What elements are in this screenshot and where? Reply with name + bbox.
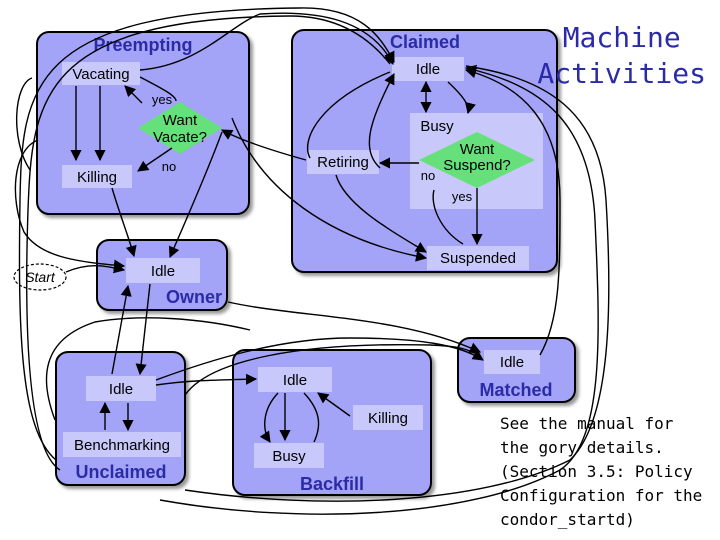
matched-idle-activity: Idle (484, 350, 540, 374)
backfill-busy-activity: Busy (254, 443, 324, 468)
suspend-no-label: no (421, 168, 435, 183)
svg-text:Idle: Idle (416, 61, 440, 78)
vacate-no-label: no (162, 159, 176, 174)
claimed-suspended-activity: Suspended (427, 246, 529, 270)
svg-text:Suspended: Suspended (440, 250, 516, 267)
want-vacate-decision: Want Vacate? (138, 102, 222, 154)
svg-text:Retiring: Retiring (317, 154, 369, 171)
unclaimed-benchmarking-activity: Benchmarking (63, 432, 181, 457)
note-line-1: See the manual for (500, 414, 674, 433)
owner-idle-activity: Idle (126, 258, 200, 283)
svg-text:Want: Want (163, 112, 198, 129)
svg-text:Suspend?: Suspend? (443, 157, 511, 174)
note-line-4: Configuration for the (500, 486, 703, 505)
svg-text:Killing: Killing (368, 410, 408, 427)
start-node: Start (13, 263, 67, 291)
svg-text:Vacate?: Vacate? (153, 129, 207, 146)
backfill-title: Backfill (300, 474, 364, 494)
preempting-killing-activity: Killing (62, 165, 132, 188)
matched-title: Matched (479, 380, 552, 400)
svg-text:Killing: Killing (77, 169, 117, 186)
unclaimed-title: Unclaimed (75, 462, 166, 482)
note-line-5: condor_startd) (500, 510, 635, 529)
svg-text:Idle: Idle (283, 372, 307, 389)
backfill-killing-activity: Killing (353, 405, 423, 430)
transition-arrows (65, 67, 561, 443)
svg-text:Want: Want (460, 141, 495, 158)
page-title: Machine Activities (537, 20, 706, 92)
page-title-line-1: Machine (562, 21, 681, 54)
svg-text:Idle: Idle (500, 354, 524, 371)
want-suspend-decision: Want Suspend? (419, 132, 535, 188)
vacate-yes-label: yes (152, 92, 173, 107)
unclaimed-idle-activity: Idle (86, 376, 156, 401)
svg-text:Benchmarking: Benchmarking (74, 437, 170, 454)
svg-text:Start: Start (25, 269, 56, 285)
outer-loop-arrows (14, 7, 610, 515)
note-line-3: (Section 3.5: Policy (500, 462, 693, 481)
claimed-title: Claimed (390, 32, 460, 52)
svg-text:Idle: Idle (151, 263, 175, 280)
svg-text:Idle: Idle (109, 381, 133, 398)
page-title-line-2: Activities (537, 57, 706, 90)
svg-text:Vacating: Vacating (72, 66, 129, 83)
claimed-idle-activity: Idle (392, 57, 464, 81)
manual-note: See the manual for the gory details. (Se… (500, 412, 715, 532)
suspend-yes-label: yes (452, 189, 473, 204)
claimed-busy-activity: Busy (420, 118, 454, 135)
svg-text:Busy: Busy (272, 448, 306, 465)
backfill-idle-activity: Idle (258, 367, 332, 392)
preempting-vacating-activity: Vacating (62, 62, 140, 85)
claimed-retiring-activity: Retiring (307, 150, 379, 174)
note-line-2: the gory details. (500, 438, 664, 457)
owner-title: Owner (166, 287, 222, 307)
